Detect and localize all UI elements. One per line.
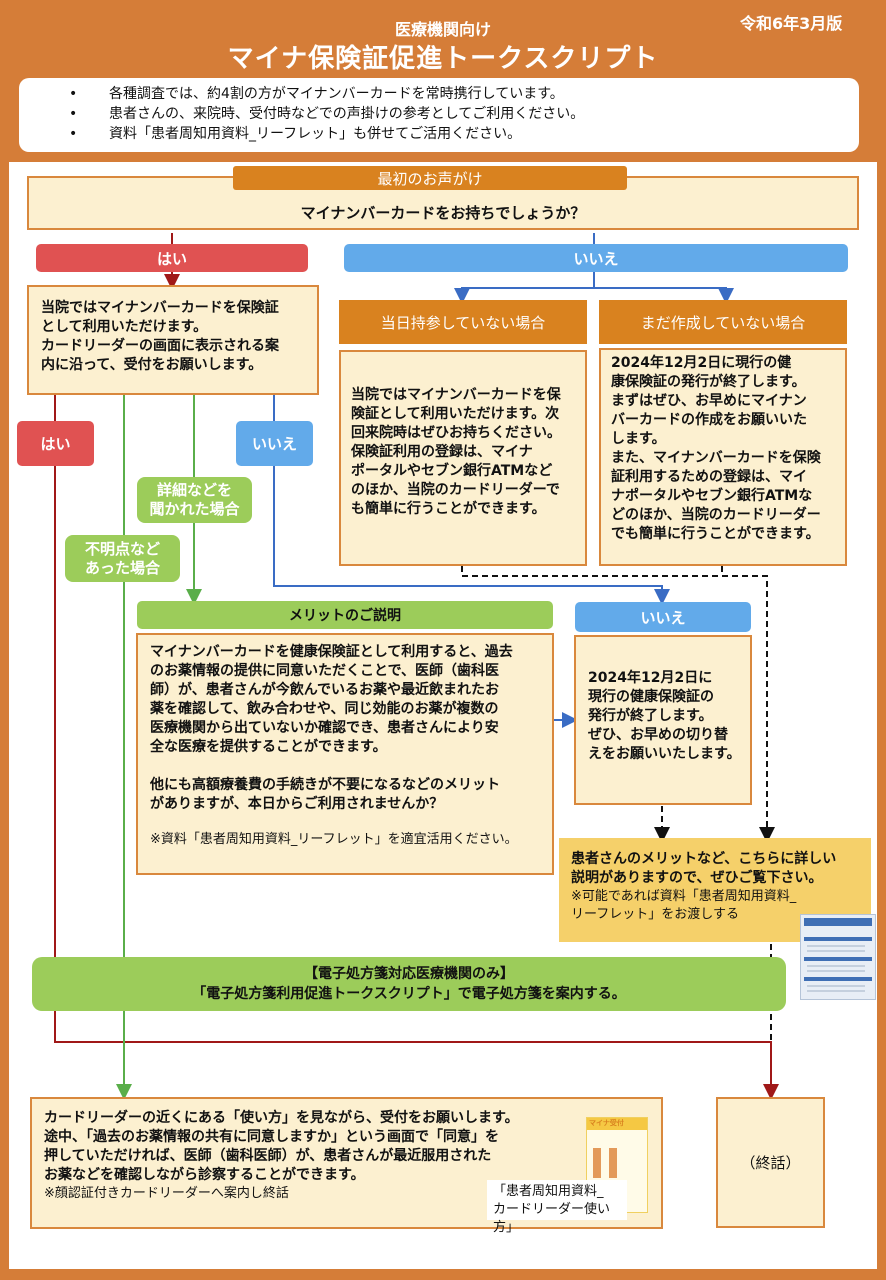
- leaflet-thumbnail: [800, 914, 876, 1000]
- note-item: 資料「患者周知用資料_リーフレット」も併せてご活用ください。: [69, 124, 859, 144]
- no-right-header: まだ作成していない場合: [599, 300, 847, 344]
- page-title: マイナ保険証促進トークスクリプト: [227, 44, 659, 74]
- first-question: マイナンバーカードをお持ちでしょうか？: [300, 204, 586, 222]
- reader-note: ※顔認証付きカードリーダーへ案内し終話: [44, 1186, 289, 1201]
- page-subtitle: 医療機関向け: [394, 20, 491, 39]
- details-tag: 詳細などを 聞かれた場合: [137, 477, 252, 523]
- yes-box: 当院ではマイナンバーカードを保険証 として利用いただけます。 カードリーダーの画…: [27, 285, 319, 395]
- merit-header: メリットのご説明: [137, 601, 553, 629]
- no-tag: いいえ: [344, 244, 848, 272]
- notes-panel: 各種調査では、約4割の方がマイナンバーカードを常時携行しています。 患者さんの、…: [19, 78, 859, 152]
- unclear-tag: 不明点など あった場合: [65, 535, 180, 582]
- first-label: 最初のお声がけ: [233, 166, 627, 190]
- end-box: （終話）: [716, 1097, 825, 1228]
- sub-no-tag: いいえ: [236, 421, 313, 466]
- eprescription-box: 【電子処方箋対応医療機関のみ】 「電子処方箋利用促進トークスクリプト」で電子処方…: [32, 957, 786, 1011]
- detail-box: 患者さんのメリットなど、こちらに詳しい 説明がありますので、ぜひご覧下さい。 ※…: [559, 838, 871, 942]
- no-right-box: 2024年12月2日に現行の健 康保険証の発行が終了します。 まずはぜひ、お早め…: [599, 348, 847, 566]
- no-left-box: 当院ではマイナンバーカードを保 険証として利用いただけます。次 回来院時はぜひお…: [339, 350, 587, 566]
- version-label: 令和6年3月版: [740, 14, 843, 33]
- reader-guide-caption: 「患者周知用資料_ カードリーダー使い方」: [487, 1180, 627, 1235]
- no-left-header: 当日持参していない場合: [339, 300, 587, 344]
- merit-box: マイナンバーカードを健康保険証として利用すると、過去 のお薬情報の提供に同意いた…: [136, 633, 554, 875]
- yes-tag: はい: [36, 244, 308, 272]
- merit-note: ※資料「患者周知用資料_リーフレット」を適宜活用ください。: [150, 832, 518, 847]
- merit-no-tag: いいえ: [575, 602, 751, 632]
- sub-yes-tag: はい: [17, 421, 94, 466]
- note-item: 患者さんの、来院時、受付時などでの声掛けの参考としてご利用ください。: [69, 104, 859, 124]
- note-item: 各種調査では、約4割の方がマイナンバーカードを常時携行しています。: [69, 84, 859, 104]
- merit-no-box: 2024年12月2日に 現行の健康保険証の 発行が終了します。 ぜひ、お早めの切…: [574, 635, 752, 805]
